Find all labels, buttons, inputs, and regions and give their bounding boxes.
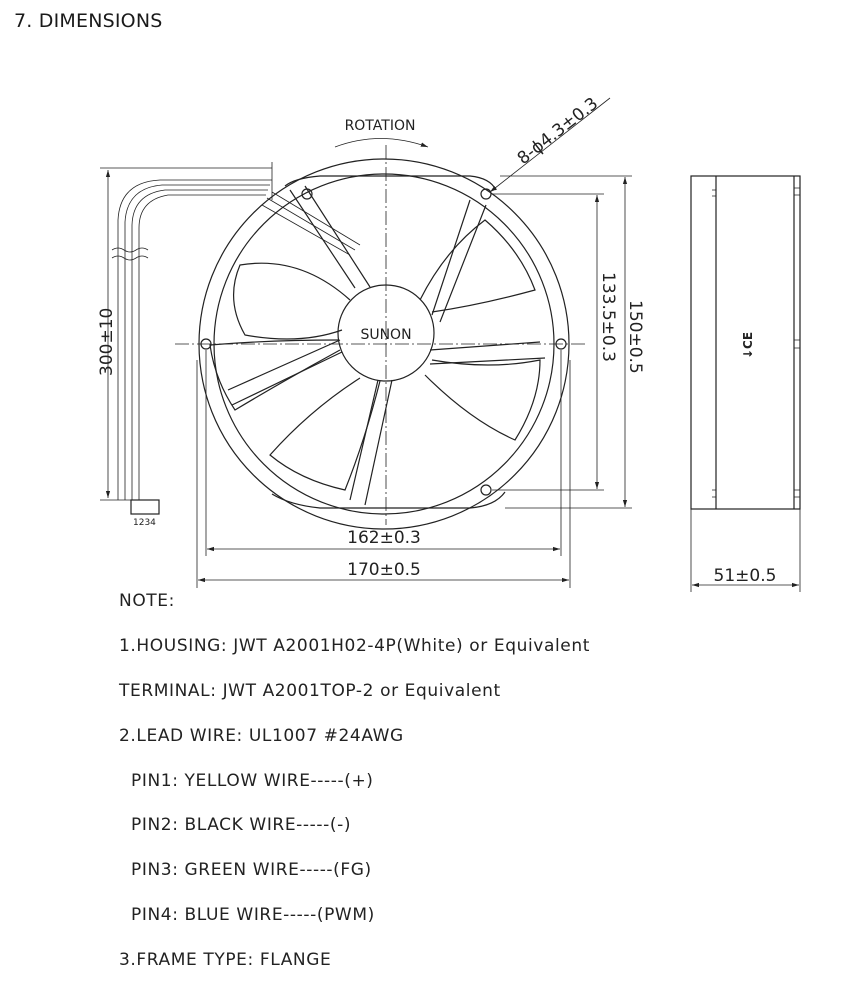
fan-blade-1 — [232, 262, 351, 340]
brand-label: SUNON — [360, 327, 411, 343]
frame-flange-bottom — [271, 491, 506, 509]
lead-wire-bundle — [117, 179, 272, 500]
hole-spacing-label: 162±0.3 — [347, 528, 421, 548]
page-title: 7. DIMENSIONS — [14, 10, 163, 32]
ce-mark-icon: ↓CE — [741, 332, 755, 359]
frame-height-label: 150±0.5 — [625, 300, 645, 374]
frame-spoke-left — [227, 339, 343, 406]
rotation-arrow-icon — [334, 138, 429, 148]
fan-front-view: SUNON — [175, 145, 585, 530]
note-lead-wire: 2.LEAD WIRE: UL1007 #24AWG — [119, 725, 404, 746]
note-housing: 1.HOUSING: JWT A2001H02-4P(White) or Equ… — [119, 636, 590, 657]
mounting-hole-bottom-right — [480, 484, 492, 496]
fan-blade-3 — [424, 359, 541, 441]
hole-spacing-vertical-label: 133.5±0.3 — [598, 272, 618, 362]
frame-spoke-bottom — [349, 379, 393, 506]
wire-channel — [261, 191, 361, 256]
fan-blade-5 — [209, 339, 341, 411]
frame-spoke-right — [431, 199, 487, 323]
fan-blade-4 — [269, 377, 381, 491]
pin-numbers-label: 1234 — [133, 518, 156, 528]
side-frame-notches — [712, 187, 800, 498]
notes-block: NOTE: 1.HOUSING: JWT A2001H02-4P(White) … — [119, 568, 590, 994]
fan-blade-2 — [419, 219, 536, 313]
frame-width-label: 170±0.5 — [347, 560, 421, 580]
vertical-dimensions: 133.5±0.3 150±0.5 — [492, 175, 645, 509]
side-frame-body — [690, 175, 801, 510]
rotation-label: ROTATION — [345, 118, 416, 134]
note-terminal: TERMINAL: JWT A2001TOP-2 or Equivalent — [119, 681, 501, 702]
hole-callout: 8-ϕ4.3±0.3 — [489, 94, 611, 193]
frame-spoke-lower-right — [429, 341, 546, 365]
fan-side-view: ↓CE 51±0.5 — [690, 175, 801, 592]
fan-dimension-drawing: SUNON ROTATION 8-ϕ4.3±0.3 300±10 1234 16… — [97, 94, 801, 592]
frame-spoke-top — [289, 185, 371, 289]
svg-text:↓CE: ↓CE — [741, 332, 755, 359]
mounting-hole-top-right — [480, 188, 492, 200]
note-pin1: PIN1: YELLOW WIRE-----(+) — [131, 770, 374, 791]
horizontal-dimensions: 162±0.3 170±0.5 — [196, 350, 571, 588]
lead-wire: 300±10 1234 — [97, 162, 273, 528]
rotation-indicator: ROTATION — [334, 118, 429, 148]
hole-spec-label: 8-ϕ4.3±0.3 — [514, 94, 602, 169]
notes-heading: NOTE: — [119, 591, 175, 612]
frame-flange-top — [284, 175, 497, 191]
note-pin4: PIN4: BLUE WIRE-----(PWM) — [131, 905, 375, 926]
lead-length-label: 300±10 — [97, 308, 117, 376]
note-pin3: PIN3: GREEN WIRE-----(FG) — [131, 860, 372, 881]
note-frame-type: 3.FRAME TYPE: FLANGE — [119, 949, 332, 970]
depth-label: 51±0.5 — [714, 566, 777, 586]
lead-wire-break — [111, 247, 149, 261]
connector-housing — [130, 499, 160, 515]
note-pin2: PIN2: BLACK WIRE-----(-) — [131, 815, 352, 836]
